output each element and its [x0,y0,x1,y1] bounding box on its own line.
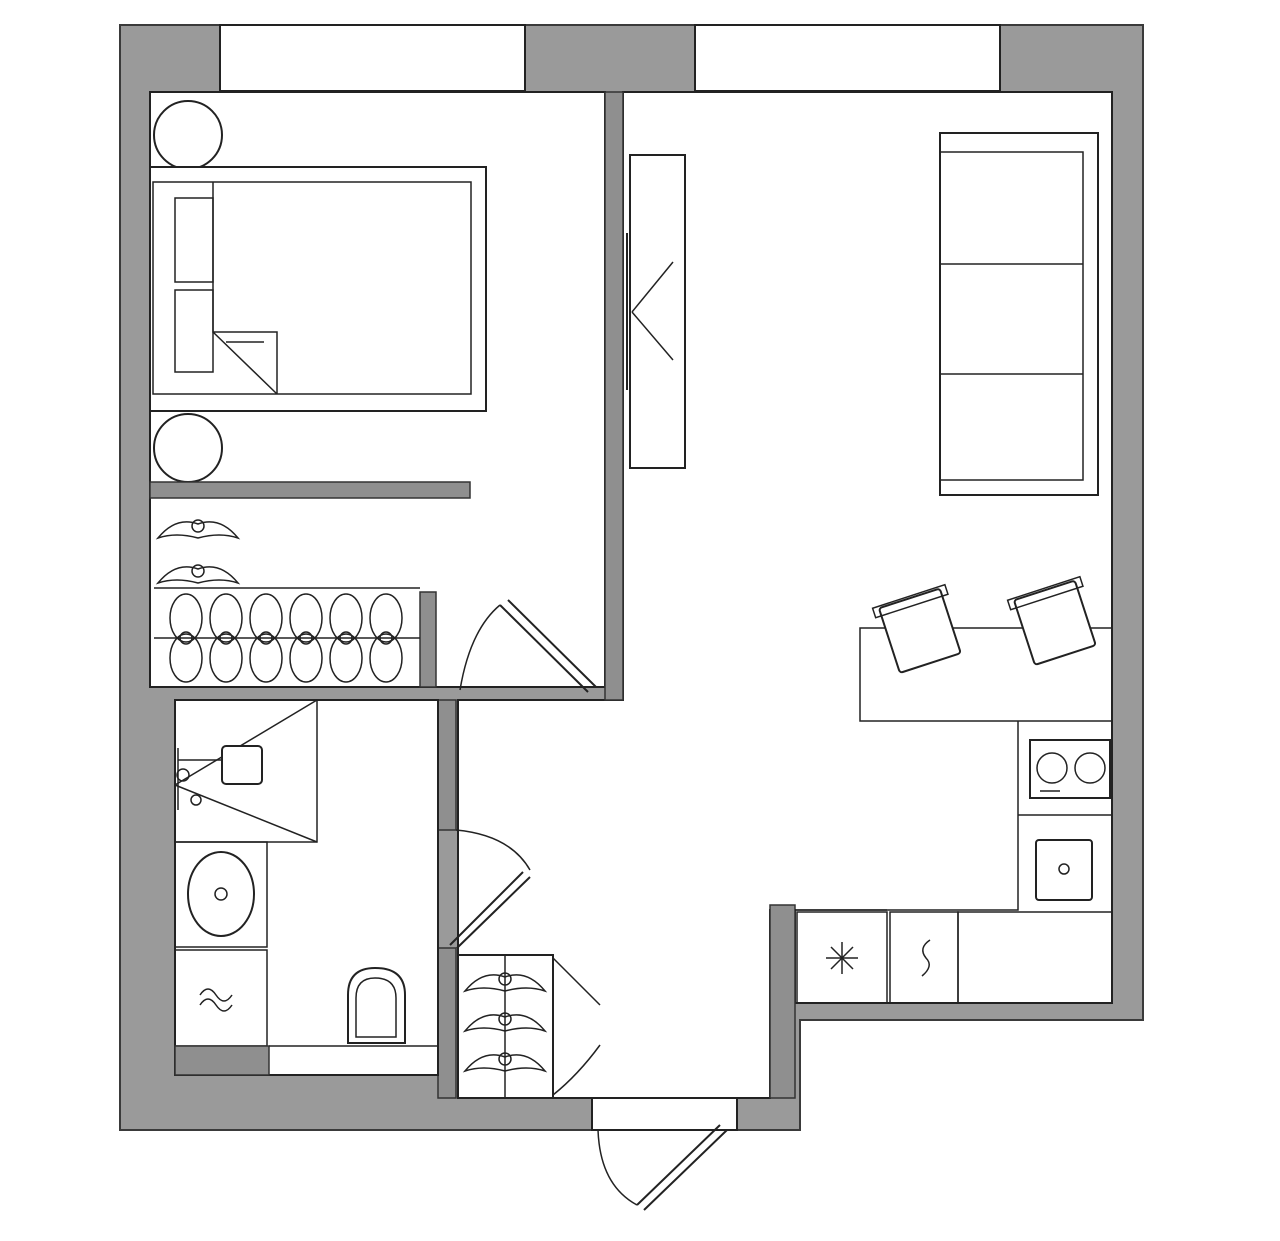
hangers-bedroom [155,519,403,683]
bedroom-door [459,599,597,693]
snowflake-icon [826,942,858,974]
double-bed [149,166,487,412]
kitchen-cabinet [957,911,1113,1004]
nightstand-top [153,100,223,170]
bar-stool-2 [1006,575,1097,666]
hangers-hall [462,972,548,1073]
bar-counter [859,627,1113,722]
wall-bath-hall [437,699,457,831]
entrance-door [591,1097,738,1211]
tv-unit [626,154,686,469]
sink-drain [214,887,228,901]
window-bedroom [219,24,526,92]
wardrobe-shelf [149,481,471,499]
cooktop [1029,739,1111,799]
bath-shelf [174,1045,270,1076]
toilet [347,966,406,1044]
window-living [694,24,1001,92]
vanity [174,841,268,948]
wall-bedroom-living [604,91,624,701]
s-wave-icon [921,939,931,977]
wall-kitchen-stub [769,904,796,1099]
wall-wardrobe-stub [419,591,437,688]
sink-basin [187,851,255,937]
kitchen-sink [1035,839,1093,901]
bar-stool-1 [871,583,962,674]
shower-mixer-icon [176,748,222,810]
shower-drain [221,745,263,785]
hall-wardrobe-door-arc [552,957,601,1096]
sofa [939,132,1099,496]
fridge [796,911,888,1004]
wall-bath-hall-lower [437,947,457,1099]
wave-icon [199,988,233,1012]
bathroom-door [449,829,531,949]
nightstand-bottom [153,413,223,483]
shower-diagonal [174,699,318,786]
